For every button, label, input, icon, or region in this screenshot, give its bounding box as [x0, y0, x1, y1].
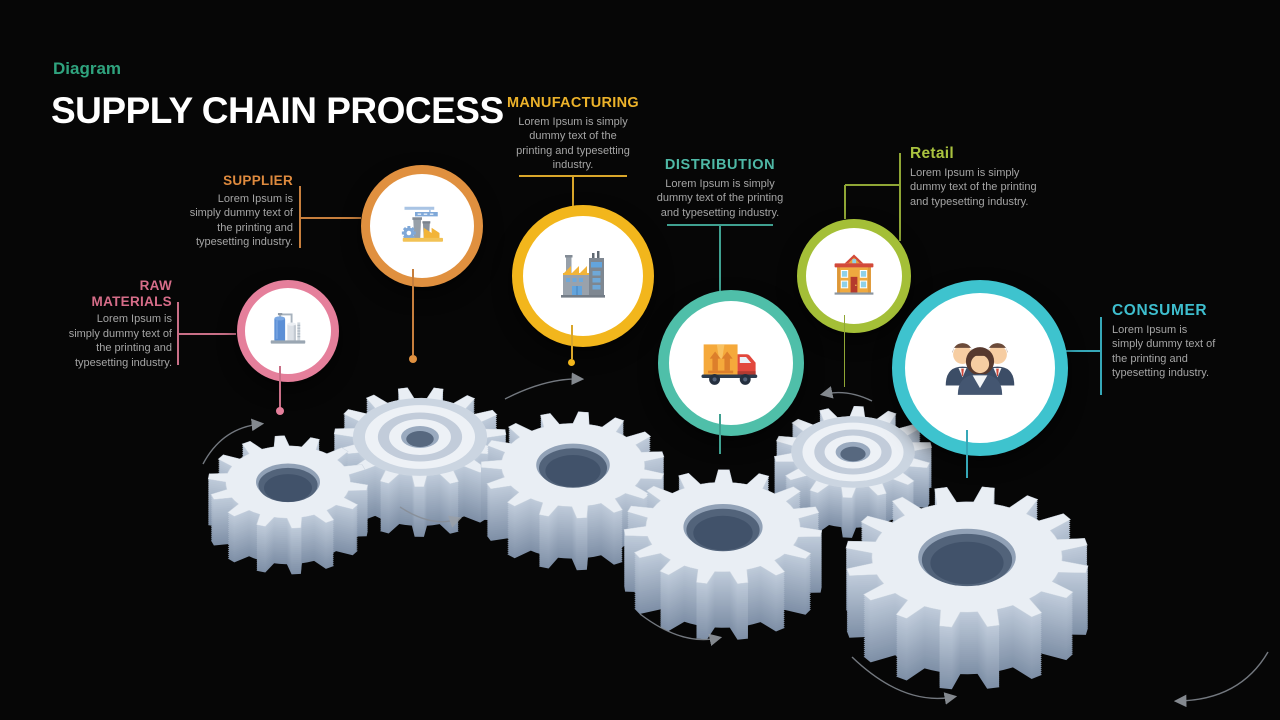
stage-description: Lorem Ipsum is simply dummy text of the … — [189, 192, 293, 249]
stage-retail-text: Retail Lorem Ipsum is simply dummy text … — [910, 145, 1044, 209]
drop-line — [571, 325, 573, 359]
stage-circle-supplier — [361, 165, 483, 287]
connector-line — [1100, 317, 1102, 395]
stage-circle-retail — [797, 219, 911, 333]
stage-description: Lorem Ipsum is simply dummy text of the … — [1112, 323, 1216, 380]
stage-description: Lorem Ipsum is simply dummy text of the … — [910, 166, 1037, 208]
factory-building-icon — [561, 251, 605, 298]
stage-consumer-text: CONSUMER Lorem Ipsum is simply dummy tex… — [1112, 302, 1230, 381]
stage-description: Lorem Ipsum is simply dummy text of the … — [516, 115, 630, 172]
drop-line — [966, 430, 968, 478]
connector-line — [667, 224, 773, 226]
connector-line — [299, 186, 301, 248]
stage-distribution-text: DISTRIBUTION Lorem Ipsum is simply dummy… — [643, 157, 797, 220]
stage-description: Lorem Ipsum is simply dummy text of the … — [68, 313, 172, 369]
connector-line — [1043, 350, 1100, 352]
page-title: SUPPLY CHAIN PROCESS — [51, 90, 504, 131]
stage-circle-distribution — [658, 290, 804, 436]
connector-line — [519, 175, 627, 177]
storage-tanks-icon — [270, 313, 306, 344]
stage-title: CONSUMER — [1112, 302, 1208, 319]
stage-title: RAW MATERIALS — [91, 278, 172, 309]
delivery-truck-icon — [701, 344, 758, 385]
factory-crane-icon — [401, 206, 443, 242]
connector-line — [899, 153, 901, 241]
gear-train — [207, 387, 1089, 690]
stage-title: MANUFACTURING — [507, 95, 639, 111]
drop-line — [844, 315, 846, 387]
connector-dot — [568, 359, 575, 366]
stage-title: Retail — [910, 145, 955, 162]
stage-manufacturing-text: MANUFACTURING Lorem Ipsum is simply dumm… — [503, 95, 643, 173]
stage-circle-manufacturing — [512, 205, 654, 347]
stage-raw-materials-text: RAW MATERIALS Lorem Ipsum is simply dumm… — [52, 278, 172, 370]
connector-line — [301, 217, 361, 219]
stage-circle-raw-materials — [237, 280, 339, 382]
stage-circle-consumer — [892, 280, 1068, 456]
connector-line — [179, 333, 236, 335]
store-building-icon — [834, 254, 874, 295]
rotation-arrows — [202, 372, 1269, 708]
connector-line — [177, 302, 179, 365]
connector-line — [719, 225, 721, 291]
stage-supplier-text: SUPPLIER Lorem Ipsum is simply dummy tex… — [176, 173, 293, 250]
connector-line — [844, 185, 846, 219]
slide-eyebrow: Diagram — [53, 59, 122, 78]
group-of-people-icon — [945, 343, 1015, 395]
connector-line — [845, 184, 899, 186]
connector-line — [572, 176, 574, 206]
stage-description: Lorem Ipsum is simply dummy text of the … — [656, 177, 784, 219]
stage-title: SUPPLIER — [223, 173, 293, 188]
drop-line — [279, 366, 281, 408]
drop-line — [719, 414, 721, 454]
drop-line — [412, 269, 414, 355]
connector-dot — [276, 407, 284, 415]
connector-dot — [409, 355, 417, 363]
stage-title: DISTRIBUTION — [664, 157, 776, 173]
